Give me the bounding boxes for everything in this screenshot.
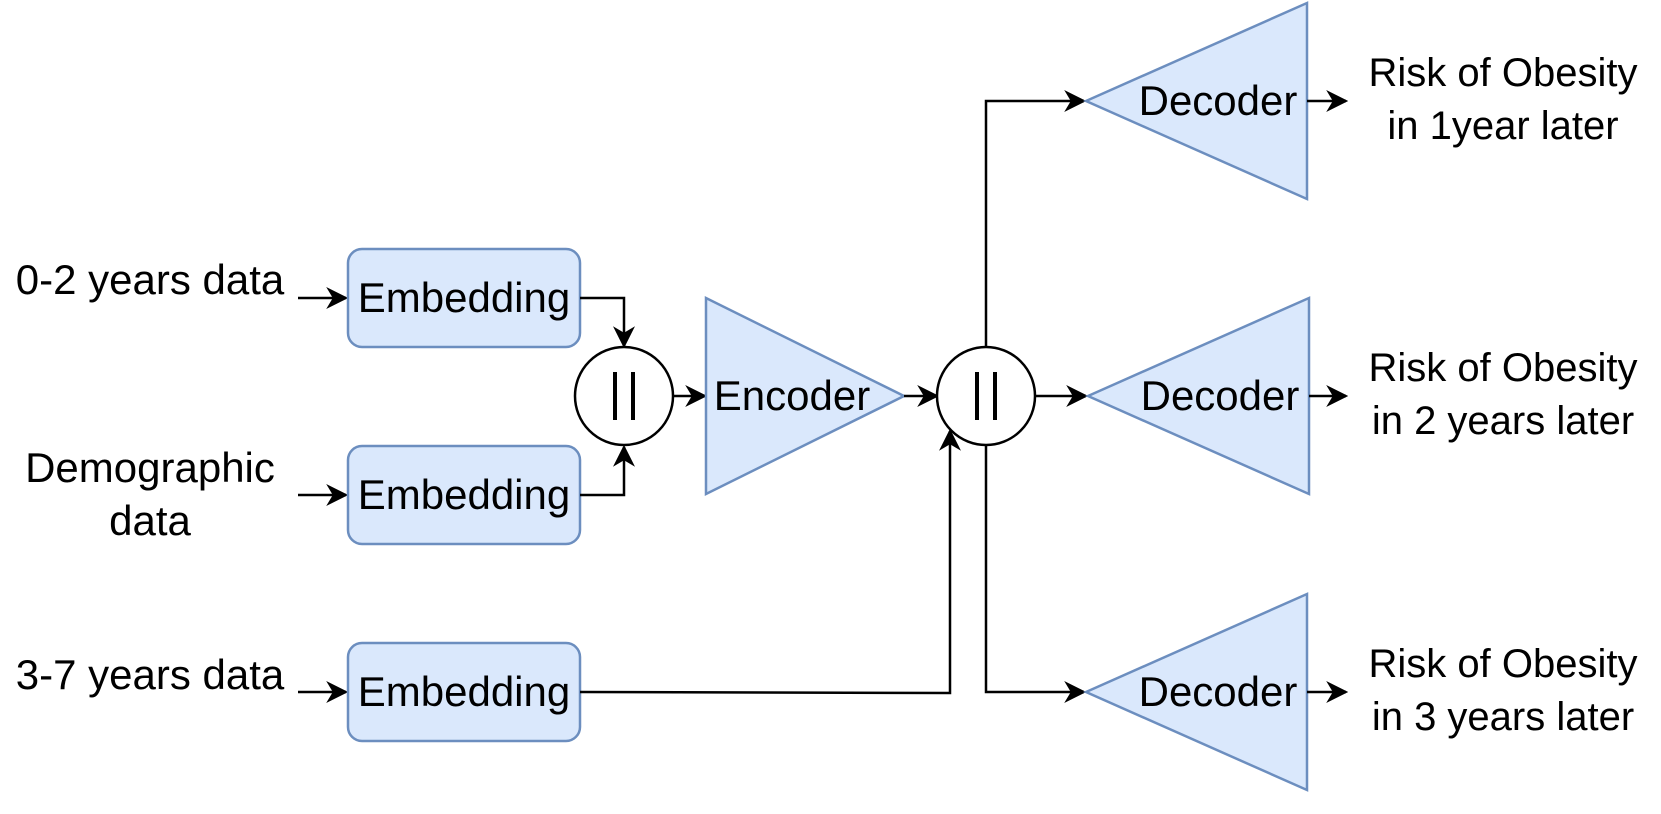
output-label-2-line1: Risk of Obesity (1369, 346, 1638, 390)
input-label-3-7-years: 3-7 years data (16, 651, 285, 698)
decoder-block-1: Decoder (1082, 1, 1309, 201)
arrow-concat-to-decoder-1 (984, 90, 1087, 347)
embedding-block-0-2: Embedding (346, 247, 582, 349)
input-label-demographic-line2: data (109, 497, 191, 544)
output-label-2-line2: in 2 years later (1372, 399, 1634, 443)
arrow-concat-to-decoder-3 (984, 445, 1087, 703)
encoder-block: Encoder (704, 295, 907, 497)
output-label-3-line2: in 3 years later (1372, 695, 1634, 739)
embedding-label: Embedding (358, 471, 570, 518)
concat-node-1 (573, 345, 675, 447)
embedding-label: Embedding (358, 668, 570, 715)
arrow-embedding-demographic-to-concat (580, 444, 635, 497)
arrow-embedding-0-2-to-concat (580, 296, 635, 349)
output-label-1-line1: Risk of Obesity (1369, 51, 1638, 95)
decoder-block-2: Decoder (1084, 296, 1311, 496)
embedding-block-3-7: Embedding (346, 641, 582, 743)
embedding-label: Embedding (358, 274, 570, 321)
output-label-3-line1: Risk of Obesity (1369, 642, 1638, 686)
encoder-label: Encoder (714, 372, 870, 419)
concat-node-2 (935, 345, 1037, 447)
input-label-0-2-years: 0-2 years data (16, 256, 285, 303)
arrow-embedding-3-7-to-concat (579, 428, 961, 695)
output-label-1-line2: in 1year later (1387, 104, 1618, 148)
decoder-block-3: Decoder (1082, 592, 1309, 792)
decoder-label: Decoder (1139, 77, 1298, 124)
input-label-demographic-line1: Demographic (25, 444, 275, 491)
decoder-label: Decoder (1139, 668, 1298, 715)
decoder-label: Decoder (1141, 372, 1300, 419)
embedding-block-demographic: Embedding (346, 444, 582, 546)
